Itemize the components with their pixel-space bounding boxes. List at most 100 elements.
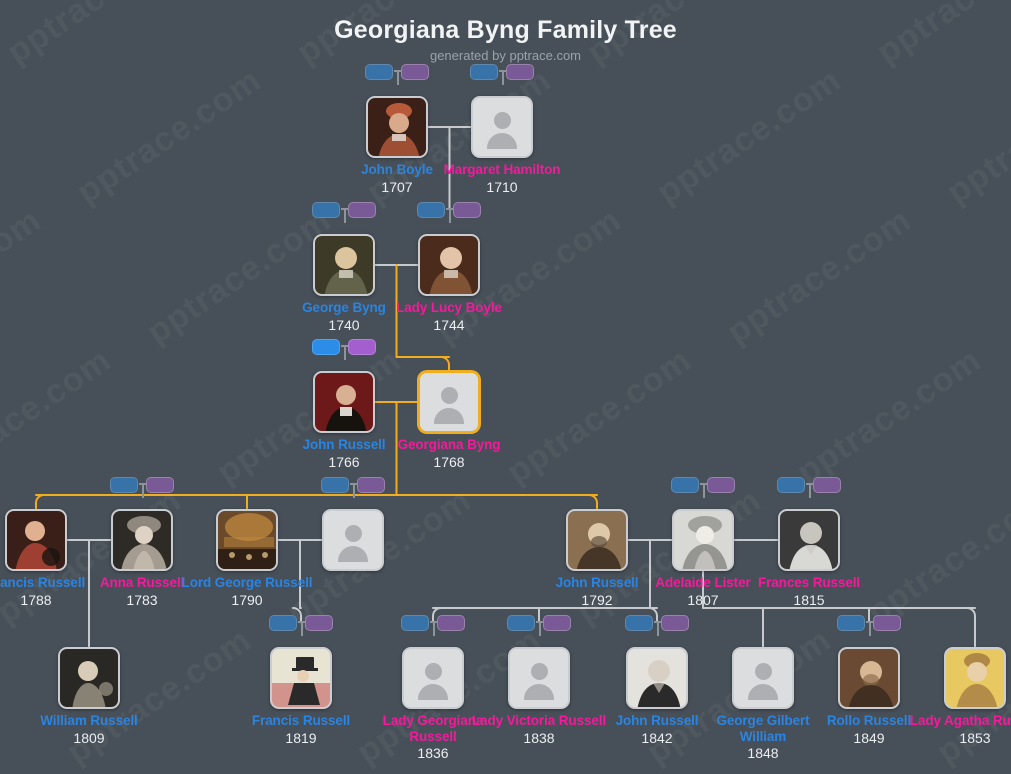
person-node[interactable]: Lady Agatha Russell1853 bbox=[907, 647, 1011, 747]
father-badge[interactable] bbox=[312, 202, 340, 218]
parent-badges[interactable] bbox=[365, 64, 429, 86]
person-avatar[interactable] bbox=[732, 647, 794, 709]
person-placeholder-icon bbox=[420, 373, 478, 431]
person-avatar[interactable] bbox=[5, 509, 67, 571]
page-subtitle: generated by pptrace.com bbox=[429, 48, 582, 63]
mother-badge[interactable] bbox=[543, 615, 571, 631]
title-block: Georgiana Byng Family Tree generated by … bbox=[0, 14, 1011, 65]
mother-badge[interactable] bbox=[506, 64, 534, 80]
person-placeholder-icon bbox=[324, 511, 382, 569]
person-node[interactable] bbox=[285, 509, 421, 575]
mother-badge[interactable] bbox=[357, 477, 385, 493]
person-avatar[interactable] bbox=[216, 509, 278, 571]
father-badge[interactable] bbox=[837, 615, 865, 631]
parent-badges[interactable] bbox=[401, 615, 465, 637]
person-avatar[interactable] bbox=[313, 234, 375, 296]
father-badge[interactable] bbox=[312, 339, 340, 355]
parent-badges[interactable] bbox=[312, 202, 376, 224]
parent-badges[interactable] bbox=[507, 615, 571, 637]
father-badge[interactable] bbox=[401, 615, 429, 631]
parent-badges[interactable] bbox=[837, 615, 901, 637]
person-name: Lady Agatha Russell bbox=[909, 713, 1011, 728]
person-avatar[interactable] bbox=[778, 509, 840, 571]
person-avatar[interactable] bbox=[270, 647, 332, 709]
parent-badges[interactable] bbox=[625, 615, 689, 637]
page-title: Georgiana Byng Family Tree bbox=[334, 16, 677, 44]
parent-badges[interactable] bbox=[417, 202, 481, 224]
parent-badges[interactable] bbox=[110, 477, 174, 499]
person-year: 1849 bbox=[853, 729, 885, 746]
person-avatar[interactable] bbox=[418, 371, 480, 433]
person-name: George Gilbert William bbox=[716, 713, 810, 744]
person-avatar[interactable] bbox=[566, 509, 628, 571]
person-year: 1768 bbox=[433, 453, 465, 470]
person-avatar[interactable] bbox=[313, 371, 375, 433]
mother-badge[interactable] bbox=[661, 615, 689, 631]
father-badge[interactable] bbox=[321, 477, 349, 493]
mother-badge[interactable] bbox=[873, 615, 901, 631]
person-name: John Russell bbox=[555, 575, 639, 590]
father-badge[interactable] bbox=[110, 477, 138, 493]
mother-badge[interactable] bbox=[707, 477, 735, 493]
father-badge[interactable] bbox=[470, 64, 498, 80]
father-badge[interactable] bbox=[507, 615, 535, 631]
father-badge[interactable] bbox=[625, 615, 653, 631]
parent-badges[interactable] bbox=[312, 339, 376, 361]
mother-badge[interactable] bbox=[348, 339, 376, 355]
person-avatar[interactable] bbox=[111, 509, 173, 571]
person-avatar[interactable] bbox=[471, 96, 533, 158]
person-avatar[interactable] bbox=[402, 647, 464, 709]
parent-badges[interactable] bbox=[671, 477, 735, 499]
person-avatar[interactable] bbox=[322, 509, 384, 571]
parent-badges[interactable] bbox=[470, 64, 534, 86]
father-badge[interactable] bbox=[365, 64, 393, 80]
mother-badge[interactable] bbox=[453, 202, 481, 218]
person-year: 1788 bbox=[20, 591, 52, 608]
father-badge[interactable] bbox=[777, 477, 805, 493]
mother-badge[interactable] bbox=[813, 477, 841, 493]
person-avatar[interactable] bbox=[626, 647, 688, 709]
person-avatar[interactable] bbox=[944, 647, 1006, 709]
parent-badges[interactable] bbox=[269, 615, 333, 637]
mother-badge[interactable] bbox=[146, 477, 174, 493]
mother-badge[interactable] bbox=[401, 64, 429, 80]
bus-corner bbox=[35, 494, 45, 504]
person-name: John Russell bbox=[615, 713, 699, 728]
person-avatar[interactable] bbox=[672, 509, 734, 571]
parent-badges[interactable] bbox=[777, 477, 841, 499]
badge-drop bbox=[352, 483, 355, 498]
person-avatar[interactable] bbox=[418, 234, 480, 296]
father-badge[interactable] bbox=[671, 477, 699, 493]
person-avatar[interactable] bbox=[838, 647, 900, 709]
person-avatar[interactable] bbox=[366, 96, 428, 158]
person-avatar[interactable] bbox=[58, 647, 120, 709]
father-badge[interactable] bbox=[417, 202, 445, 218]
father-badge[interactable] bbox=[269, 615, 297, 631]
mother-badge[interactable] bbox=[305, 615, 333, 631]
badge-drop bbox=[343, 208, 346, 223]
mother-badge[interactable] bbox=[437, 615, 465, 631]
mother-badge[interactable] bbox=[348, 202, 376, 218]
parent-badges[interactable] bbox=[321, 477, 385, 499]
person-avatar[interactable] bbox=[508, 647, 570, 709]
person-year: 1848 bbox=[747, 745, 779, 761]
